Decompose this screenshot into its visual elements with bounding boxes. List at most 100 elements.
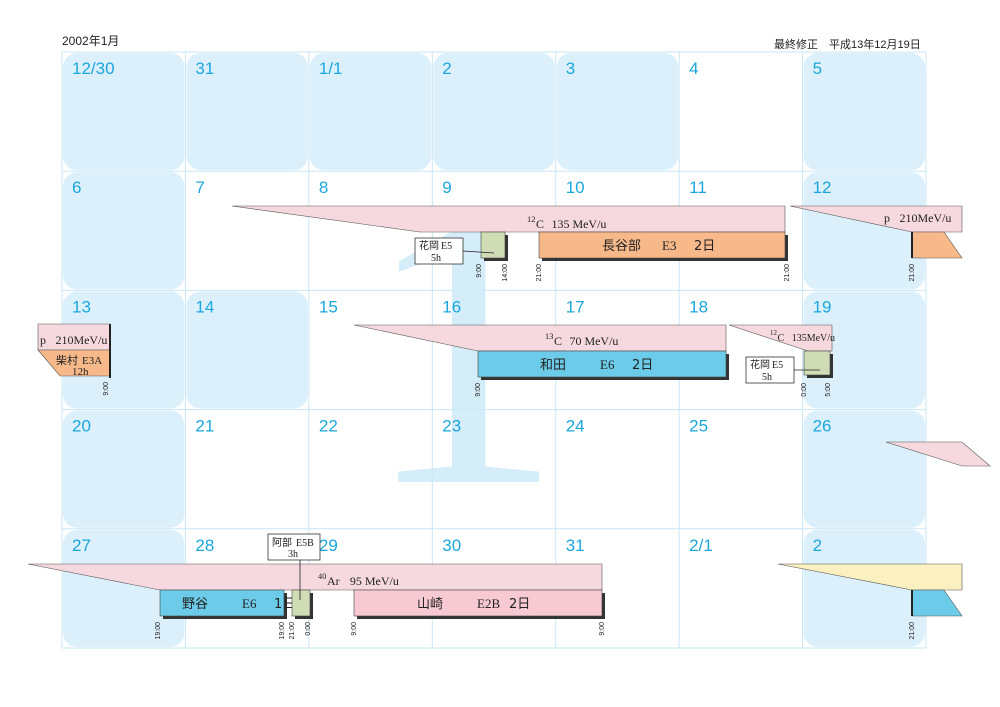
callout-name: 阿部 <box>272 536 292 549</box>
shaded-day-cell <box>63 172 185 290</box>
day-number: 9 <box>442 178 451 197</box>
day-number: 23 <box>442 417 461 436</box>
day-number: 12 <box>813 178 832 197</box>
day-number: 15 <box>319 297 338 316</box>
time-label: 0:00 <box>305 622 312 636</box>
day-number: 28 <box>195 536 214 555</box>
time-label: 5:00 <box>825 383 832 397</box>
time-label: 14:00 <box>502 264 509 282</box>
day-number: 29 <box>319 536 338 555</box>
day-number: 11 <box>689 178 707 197</box>
experiment-duration: 1日 <box>274 597 295 612</box>
last-updated-text: 最終修正 平成13年12月19日 <box>774 39 921 51</box>
callout-box <box>267 533 321 561</box>
shaded-day-cell <box>63 410 185 528</box>
day-number: 7 <box>195 178 204 197</box>
experiment-name: 長谷部 <box>602 239 641 254</box>
beam-next-week <box>885 441 991 467</box>
experiment-duration: 2日 <box>632 358 653 373</box>
experiment-course: E3A <box>82 355 102 367</box>
day-number: 4 <box>689 59 698 78</box>
day-number: 2 <box>442 59 451 78</box>
calendar-month-title: 2002年1月 <box>62 34 120 48</box>
day-number: 6 <box>72 178 81 197</box>
experiment-duration: 12h <box>72 366 89 378</box>
day-number: 16 <box>442 297 461 316</box>
time-label: 21:00 <box>784 264 791 282</box>
callout-name: 花岡 <box>419 239 439 252</box>
time-label: 9:00 <box>103 382 110 396</box>
time-label: 9:00 <box>476 264 483 278</box>
callout-arrow <box>462 250 495 254</box>
beam-ion-label: Ar <box>327 574 340 588</box>
beam-feb <box>777 563 963 591</box>
day-number: 21 <box>195 417 214 436</box>
day-number: 10 <box>566 178 585 197</box>
beam-energy-label: 210MeV/u <box>55 333 107 347</box>
beam-ion-label: C <box>778 333 785 344</box>
shaded-day-cell <box>803 410 926 528</box>
time-label: 19:00 <box>279 622 286 640</box>
beam-mass-number: 12 <box>770 329 778 337</box>
shaded-day-cell <box>186 291 308 409</box>
beam-12c-135b <box>728 324 833 352</box>
shaded-day-cell <box>803 291 926 409</box>
beam-mass-number: 12 <box>527 215 535 224</box>
experiment-course: E6 <box>600 357 615 372</box>
callout-course: E5 <box>441 241 452 252</box>
shaded-day-cell <box>63 53 185 171</box>
beam-mass-number: 40 <box>318 572 326 581</box>
time-label: 0:00 <box>801 383 808 397</box>
experiment-duration: 2日 <box>509 597 530 612</box>
experiment-course: E6 <box>242 596 257 611</box>
beam-energy-label: 135MeV/u <box>792 333 835 344</box>
time-label: 9:00 <box>351 622 358 636</box>
day-number: 24 <box>566 417 585 436</box>
beam-ion-label: p <box>884 211 890 225</box>
day-number: 31 <box>566 536 585 555</box>
beam-energy-label: 95 MeV/u <box>350 574 399 588</box>
beam-ion-label: C <box>554 334 562 348</box>
day-number: 17 <box>566 297 585 316</box>
callout-duration: 5h <box>431 253 441 264</box>
beam-p-210-tail <box>911 231 963 259</box>
shaded-day-cell <box>186 53 308 171</box>
callout-box <box>414 237 464 265</box>
day-number: 18 <box>689 297 708 316</box>
short-run-block <box>291 589 311 617</box>
shaded-day-cell <box>309 53 432 171</box>
experiment-name: 野谷 <box>182 597 208 612</box>
experiment-block <box>477 350 727 378</box>
day-number: 1/1 <box>319 59 343 78</box>
time-label: 21:00 <box>909 264 916 282</box>
short-run-block <box>803 350 831 376</box>
time-label: 9:00 <box>599 622 606 636</box>
experiment-course: E3 <box>662 238 676 253</box>
shaded-day-cell <box>803 172 926 290</box>
experiment-duration: 2日 <box>694 239 715 254</box>
experiment-block <box>538 231 786 259</box>
day-number: 3 <box>566 59 575 78</box>
experiment-course: E2B <box>477 596 500 611</box>
time-label: 21:00 <box>536 264 543 282</box>
day-number: 19 <box>813 297 832 316</box>
day-number: 20 <box>72 417 91 436</box>
experiment-block <box>353 589 603 617</box>
experiment-block <box>159 589 285 617</box>
time-label: 21:00 <box>289 622 296 640</box>
beam-ion-label: p <box>40 333 46 347</box>
beam-energy-label: 70 MeV/u <box>569 334 618 348</box>
experiment-block-feb <box>911 589 963 617</box>
beam-energy-label: 210MeV/u <box>899 211 951 225</box>
time-label: 9:00 <box>475 383 482 397</box>
callout-course: E5B <box>296 538 314 549</box>
callout-box <box>745 356 795 384</box>
day-number: 25 <box>689 417 708 436</box>
day-number: 26 <box>813 417 832 436</box>
day-number: 30 <box>442 536 461 555</box>
day-number: 22 <box>319 417 338 436</box>
day-number: 14 <box>195 297 214 316</box>
day-number: 2 <box>813 536 822 555</box>
callout-duration: 5h <box>762 372 772 383</box>
